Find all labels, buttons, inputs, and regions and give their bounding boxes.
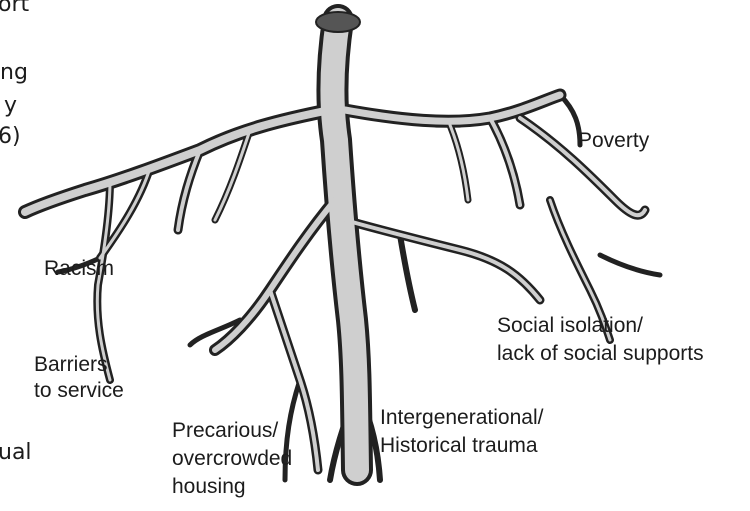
label-housing-line3: housing — [172, 474, 246, 499]
label-social-isolation-line1: Social isolation/ — [497, 313, 643, 338]
label-trauma-line1: Intergenerational/ — [380, 405, 543, 430]
label-racism: Racism — [44, 256, 114, 281]
label-housing-line2: overcrowded — [172, 446, 292, 471]
label-poverty: Poverty — [578, 128, 649, 153]
stump-top — [316, 12, 360, 32]
label-housing-line1: Precarious/ — [172, 418, 278, 443]
label-trauma-line2: Historical trauma — [380, 433, 538, 458]
label-barriers-line2: to service — [34, 378, 124, 403]
label-social-isolation-line2: lack of social supports — [497, 341, 704, 366]
root-branches — [25, 20, 660, 480]
label-barriers-line1: Barriers — [34, 352, 108, 377]
